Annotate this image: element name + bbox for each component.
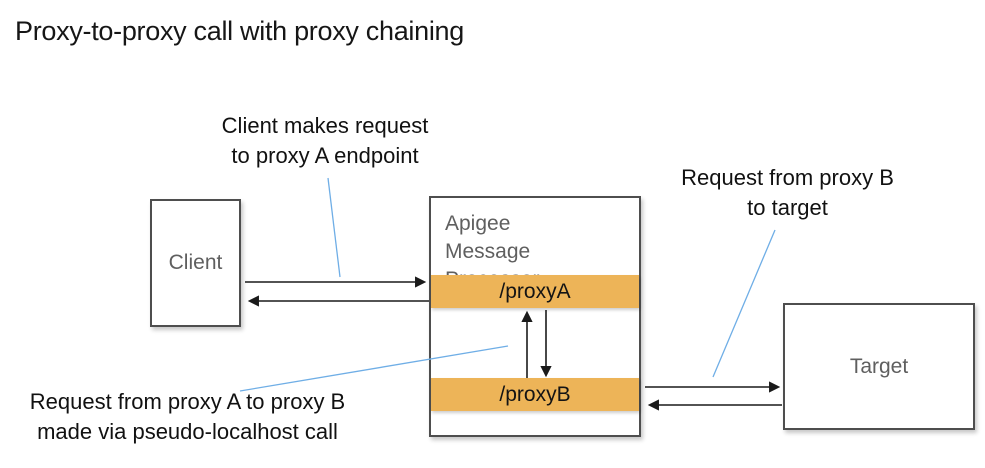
annotation-proxyb-to-target: Request from proxy B to target <box>655 163 920 223</box>
client-box: Client <box>150 199 241 327</box>
diagram-title: Proxy-to-proxy call with proxy chaining <box>15 16 464 46</box>
proxya-label: /proxyA <box>499 279 571 303</box>
annotation-proxyb-to-target-line2: to target <box>747 195 828 220</box>
proxyb-label: /proxyB <box>499 382 571 406</box>
target-label: Target <box>849 354 909 378</box>
callout-line-proxyb-to-target <box>712 229 776 378</box>
proxya-bar: /proxyA <box>431 275 639 308</box>
annotation-proxya-to-proxyb-line1: Request from proxy A to proxy B <box>29 389 346 414</box>
annotation-proxya-to-proxyb: Request from proxy A to proxy B made via… <box>5 387 370 447</box>
annotation-proxya-to-proxyb-line2: made via pseudo-localhost call <box>37 419 338 444</box>
callout-line-client-request <box>327 177 341 278</box>
annotation-proxyb-to-target-line1: Request from proxy B <box>681 165 894 190</box>
annotation-client-request-line2: to proxy A endpoint <box>231 143 419 168</box>
annotation-client-request-line1: Client makes request <box>221 113 429 138</box>
target-box: Target <box>783 303 975 430</box>
message-processor-box: Apigee Message Processor /proxyA /proxyB <box>429 196 641 437</box>
proxyb-bar: /proxyB <box>431 378 639 411</box>
client-label: Client <box>168 251 223 274</box>
annotation-client-request: Client makes request to proxy A endpoint <box>195 111 455 171</box>
